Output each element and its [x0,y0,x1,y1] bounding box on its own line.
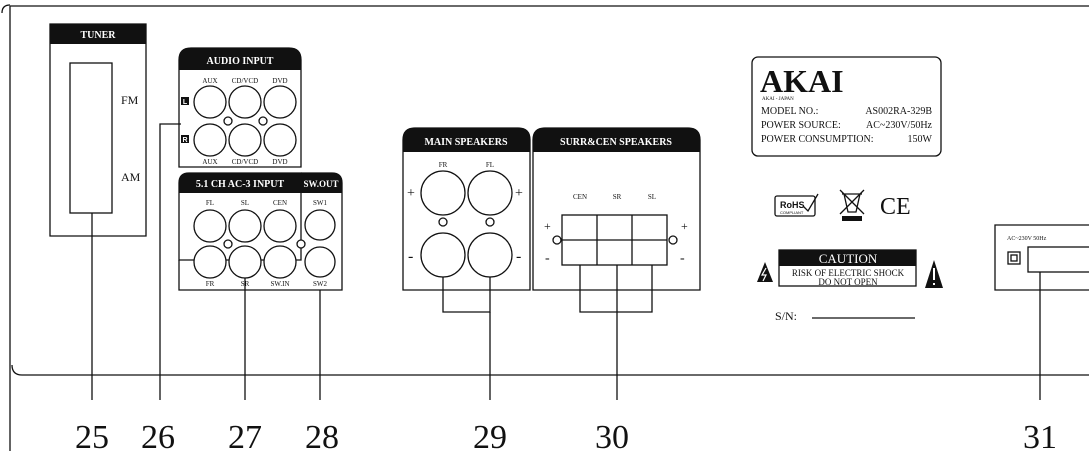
power-consumption-value: 150W [908,134,933,145]
surr-label-cen: CEN [573,193,587,201]
audio-input-label-dvd-bottom: DVD [272,158,287,166]
fm-label: FM [121,93,139,107]
surr-label-sl: SL [648,193,656,201]
surr-plus-left: + [544,219,551,233]
ac3-sr-jack[interactable] [228,245,262,279]
power-inlet-label: AC~230V 50Hz [1007,236,1047,242]
rohs-icon [774,195,816,217]
callout-29: 29 [473,419,507,451]
right-channel-marker: R [182,137,187,144]
ac3-label-fr: FR [206,280,215,288]
antenna-terminal[interactable] [69,62,113,214]
lightning-warning-icon [757,262,773,282]
surr-plus-right: + [681,219,688,233]
main-plus-left: + [407,186,415,201]
main-fl-plus-terminal[interactable] [467,170,513,216]
surr-minus-right: - [680,251,685,266]
main-speakers-title: MAIN SPEAKERS [424,137,508,148]
ac3-label-fl: FL [206,199,214,207]
ac3-swin-jack[interactable] [263,245,297,279]
main-fr-label: FR [439,161,448,169]
ac3-label-cen: CEN [273,199,287,207]
cdvcd-l-jack[interactable] [228,85,262,119]
caution-title: CAUTION [819,251,878,266]
ce-mark: CE [880,194,911,220]
ac3-input-title: 5.1 CH AC-3 INPUT [196,179,285,190]
sw-out-title: SW.OUT [304,179,339,189]
callout-26: 26 [141,419,175,451]
main-fr-plus-terminal[interactable] [420,170,466,216]
caution-line2: DO NOT OPEN [818,277,878,287]
serial-label: S/N: [775,309,797,323]
surr-label-sr: SR [613,193,622,201]
main-minus-left: - [408,248,413,265]
power-consumption-key: POWER CONSUMPTION: [761,134,874,145]
power-switch[interactable] [1007,251,1021,265]
sw1-jack[interactable] [304,209,336,241]
ac3-label-sl: SL [241,199,249,207]
power-source-key: POWER SOURCE: [761,120,841,131]
power-cord-inlet[interactable] [1027,246,1089,273]
main-minus-right: - [516,248,521,265]
brand-logo: AKAI [760,63,844,99]
leader-26 [159,123,181,400]
surr-cen-title: SURR&CEN SPEAKERS [560,137,672,148]
model-value: AS002RA-329B [865,106,932,117]
dvd-l-jack[interactable] [263,85,297,119]
caution-line1: RISK OF ELECTRIC SHOCK [792,268,905,278]
callout-27: 27 [228,419,262,451]
sw-out-panel: SW.OUT SW1 SW2 [296,172,343,291]
tuner-panel: TUNER FM AM [49,23,147,237]
cdvcd-r-jack[interactable] [228,123,262,157]
main-fr-minus-terminal[interactable] [420,232,466,278]
chassis-outline [1,4,1089,451]
left-channel-marker: L [183,99,188,106]
model-key: MODEL NO.: [761,106,818,117]
rohs-text: RoHS [780,200,805,210]
surr-minus-left: - [545,251,550,266]
main-fl-minus-terminal[interactable] [467,232,513,278]
ac3-fl-jack[interactable] [193,209,227,243]
audio-input-label-aux-top: AUX [202,77,217,85]
aux-r-jack[interactable] [193,123,227,157]
sw2-jack[interactable] [304,246,336,278]
power-source-value: AC~230V/50Hz [866,120,933,131]
audio-input-label-cd-top: CD/VCD [232,77,258,85]
ac3-fr-jack[interactable] [193,245,227,279]
callout-31: 31 [1023,419,1057,451]
tuner-title: TUNER [80,30,116,41]
main-fl-label: FL [486,161,494,169]
brand-sub: AKAI - JAPAN [762,97,794,102]
audio-input-label-cd-bottom: CD/VCD [232,158,258,166]
audio-input-label-dvd-top: DVD [272,77,287,85]
rating-label-plate: AKAI AKAI - JAPAN MODEL NO.: AS002RA-329… [751,56,942,157]
surr-cen-speakers-panel: SURR&CEN SPEAKERS CEN SR SL + + - - [532,127,701,313]
weee-bin-icon [839,189,865,221]
dvd-r-jack[interactable] [263,123,297,157]
sw1-label: SW1 [313,199,328,207]
sw2-label: SW2 [313,280,328,288]
ac3-input-panel: 5.1 CH AC-3 INPUT FL SL CEN FR SR SW.IN [178,172,302,291]
ac3-label-swin: SW.IN [271,280,290,288]
audio-input-label-aux-bottom: AUX [202,158,217,166]
ac3-cen-jack[interactable] [263,209,297,243]
compliance-marks: RoHS COMPLIANT CE [774,189,911,221]
callout-25: 25 [75,419,109,451]
ac3-sl-jack[interactable] [228,209,262,243]
rohs-sub: COMPLIANT [780,210,804,215]
callout-28: 28 [305,419,339,451]
power-inlet-panel: AC~230V 50Hz [994,224,1089,400]
am-label: AM [121,170,141,184]
main-speakers-panel: MAIN SPEAKERS FR FL + + - - [402,127,531,313]
caution-warning: CAUTION RISK OF ELECTRIC SHOCK DO NOT OP… [757,249,943,288]
audio-input-panel: AUDIO INPUT AUX CD/VCD DVD L R AUX CD/VC… [178,47,302,168]
audio-input-title: AUDIO INPUT [207,56,274,67]
aux-l-jack[interactable] [193,85,227,119]
callout-30: 30 [595,419,629,451]
main-plus-right: + [515,186,523,201]
